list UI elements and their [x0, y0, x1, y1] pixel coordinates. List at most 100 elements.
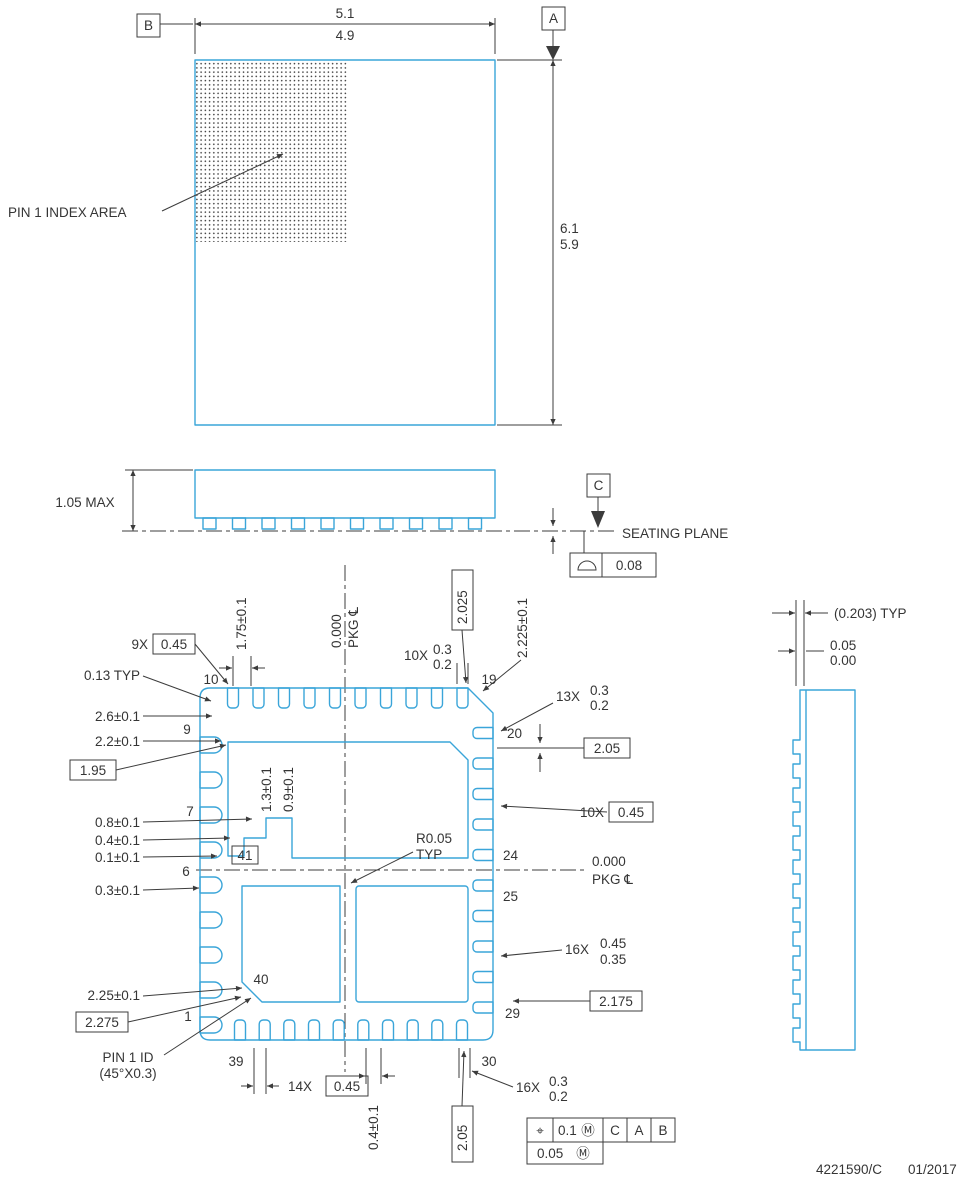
pin-label-20: 20 — [507, 726, 522, 741]
dim-width-min: 4.9 — [336, 28, 355, 43]
pin-label-10: 10 — [203, 672, 218, 687]
flatness-value: 0.08 — [616, 558, 642, 573]
position-symbol-icon: ⌖ — [536, 1123, 544, 1138]
front-view: 1.05 MAX C SEATING PLANE 0.08 — [55, 469, 728, 578]
right-edge-pads — [472, 726, 494, 1014]
dim-04-bottom: 0.4±0.1 — [366, 1105, 381, 1150]
dim-13x-max: 0.3 — [590, 683, 609, 698]
thermal-pad-41 — [227, 741, 469, 859]
pin-label-19: 19 — [481, 672, 496, 687]
dim-195: 1.95 — [80, 763, 106, 778]
dim-2275: 2.275 — [85, 1015, 119, 1030]
fcf-datum-b: B — [658, 1123, 667, 1138]
position-tolerance: 0.1 — [558, 1123, 577, 1138]
drawing-date: 01/2017 — [908, 1162, 957, 1177]
pin-label-24: 24 — [503, 848, 519, 863]
dim-2175: 2.175 — [599, 994, 633, 1009]
dim-standoff-min: 0.00 — [830, 653, 856, 668]
dim-03: 0.3±0.1 — [95, 883, 140, 898]
dim-16xb-min: 0.2 — [549, 1089, 568, 1104]
dim-2025: 2.025 — [455, 590, 470, 624]
pin-label-30: 30 — [481, 1054, 496, 1069]
dim-9x-count: 9X — [131, 637, 148, 652]
dim-10x-right-count: 10X — [580, 805, 604, 820]
dim-10x-top-count: 10X — [404, 648, 428, 663]
fcf-datum-c: C — [610, 1123, 620, 1138]
dim-205-bottom: 2.05 — [455, 1125, 470, 1151]
front-view-height-dimension — [125, 469, 193, 531]
top-view-height-dimension — [497, 59, 562, 426]
top-edge-pads — [226, 687, 469, 709]
pkg-centerline-h-label: PKG ℄ — [592, 872, 633, 887]
pin1-index-leader — [161, 153, 284, 212]
datum-a — [541, 6, 566, 60]
dim-16xa-min: 0.35 — [600, 952, 626, 967]
bottom-view-outline — [199, 687, 494, 1041]
pin-label-29: 29 — [505, 1006, 520, 1021]
dim-13-vert: 1.3±0.1 — [259, 767, 274, 812]
fcf-datum-a: A — [634, 1123, 643, 1138]
pkg-centerline-h-zero: 0.000 — [592, 854, 626, 869]
mmc-modifier-icon: Ⓜ — [581, 1123, 595, 1138]
top-view-width-dimension — [136, 13, 496, 54]
dim-r005-line2: TYP — [416, 847, 442, 862]
dim-16xa-max: 0.45 — [600, 936, 626, 951]
dim-height-min: 5.9 — [560, 237, 579, 252]
seating-plane-label: SEATING PLANE — [622, 526, 728, 541]
thermal-pad-lower-right — [355, 885, 469, 1003]
dim-10x-top-max: 0.3 — [433, 642, 452, 657]
datum-b-box — [136, 13, 161, 38]
dim-205-right: 2.05 — [594, 741, 620, 756]
dim-08: 0.8±0.1 — [95, 815, 140, 830]
dim-16xb-count: 16X — [516, 1080, 540, 1095]
pin1-index-area-label: PIN 1 INDEX AREA — [8, 205, 127, 220]
dim-9x-value: 0.45 — [161, 637, 187, 652]
dim-height-max: 6.1 — [560, 221, 579, 236]
dim-14x-value: 0.45 — [334, 1079, 360, 1094]
dim-26: 2.6±0.1 — [95, 709, 140, 724]
dim-2225: 2.225±0.1 — [515, 598, 530, 658]
dim-04-left: 0.4±0.1 — [95, 833, 140, 848]
dim-standoff-max: 0.05 — [830, 638, 856, 653]
side-detail-outline — [792, 689, 856, 1051]
side-detail-dimensions — [772, 600, 828, 686]
dim-13x-min: 0.2 — [590, 698, 609, 713]
left-edge-pads — [199, 736, 223, 1034]
dim-13x-count: 13X — [556, 689, 580, 704]
pin-label-25: 25 — [503, 889, 518, 904]
pin-label-41: 41 — [237, 848, 252, 863]
dim-225: 2.25±0.1 — [88, 988, 140, 1003]
pin-label-7: 7 — [186, 804, 194, 819]
dim-013-typ: 0.13 TYP — [84, 668, 140, 683]
datum-c-triangle-icon — [591, 511, 605, 528]
pin-label-6: 6 — [182, 864, 190, 879]
bottom-edge-pads — [233, 1019, 469, 1041]
dim-10x-right-value: 0.45 — [618, 805, 644, 820]
flatness-callout: 0.08 — [569, 531, 657, 578]
pin1-id-label-line2: (45°X0.3) — [99, 1066, 156, 1081]
dim-r005-line1: R0.05 — [416, 831, 452, 846]
dim-01: 0.1±0.1 — [95, 850, 140, 865]
side-detail-view: (0.203) TYP 0.05 0.00 — [772, 600, 907, 1051]
pin-label-9: 9 — [183, 722, 191, 737]
top-view-body-outline — [194, 59, 496, 426]
position-tolerance-frame: ⌖ 0.1 Ⓜ C A B 0.05 Ⓜ — [526, 1117, 676, 1165]
top-view: B 5.1 4.9 A 6.1 5.9 PIN 1 INDEX AREA — [8, 6, 579, 426]
dim-16xa-count: 16X — [565, 942, 589, 957]
profile-symbol-icon — [577, 560, 597, 571]
pin1-index-hatch — [196, 61, 347, 242]
mmc-modifier-2-icon: Ⓜ — [576, 1146, 590, 1161]
dim-14x-count: 14X — [288, 1079, 312, 1094]
dim-175: 1.75±0.1 — [234, 598, 249, 650]
pin-label-1: 1 — [184, 1009, 192, 1024]
front-view-leads — [202, 517, 483, 530]
dim-16xb-max: 0.3 — [549, 1074, 568, 1089]
dim-22: 2.2±0.1 — [95, 734, 140, 749]
dim-09-vert: 0.9±0.1 — [281, 767, 296, 812]
dim-width-max: 5.1 — [336, 6, 355, 21]
pkg-centerline-v-label: PKG ℄ — [346, 607, 361, 648]
bottom-view: 9X 0.45 1.75±0.1 0.000 PKG ℄ 2.025 2.225… — [69, 565, 676, 1165]
dim-lead-thickness: (0.203) TYP — [834, 606, 907, 621]
datum-c-label: C — [594, 478, 604, 493]
basic-dimension-boxes — [69, 569, 654, 1163]
